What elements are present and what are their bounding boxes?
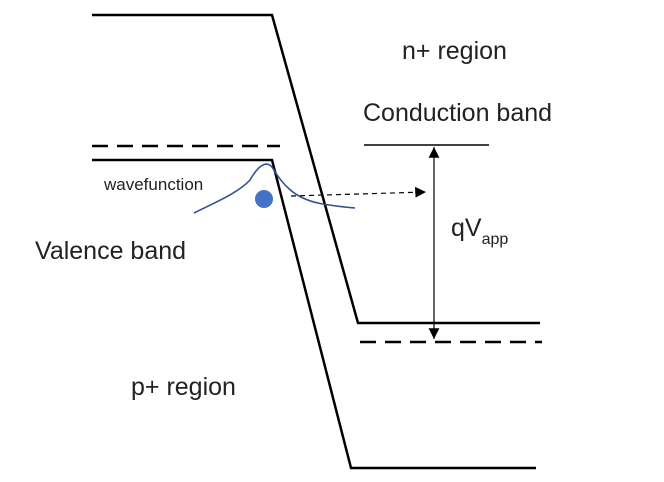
conduction-band-edge (92, 13, 540, 325)
electron-dot (255, 190, 273, 208)
qv-app-label: qVapp (451, 214, 508, 248)
tunneling-arrow (290, 186, 427, 198)
wavefunction-label: wavefunction (103, 175, 203, 194)
conduction-band-label: Conduction band (363, 99, 552, 127)
qv-main-text: qV (451, 214, 482, 242)
p-region-label: p+ region (131, 373, 236, 401)
valence-band-edge (92, 158, 536, 470)
wavefunction-curve (193, 163, 356, 214)
n-region-label: n+ region (402, 37, 507, 65)
valence-band-label: Valence band (35, 237, 186, 265)
qv-subscript-text: app (482, 231, 509, 248)
